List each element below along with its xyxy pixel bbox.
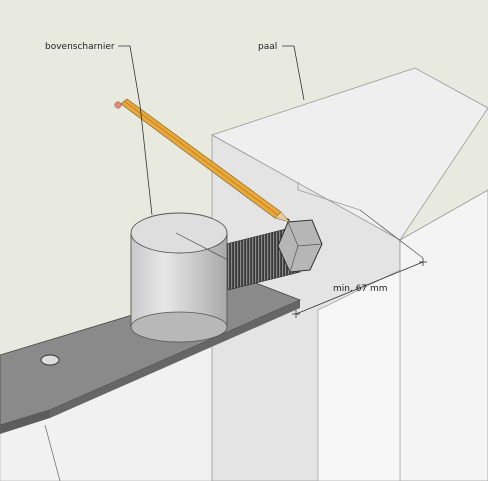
mounting-plate-side xyxy=(50,300,300,418)
post-recess-line xyxy=(297,182,361,211)
post-leader-line xyxy=(282,45,305,101)
door-edge-face xyxy=(317,269,401,481)
door-edge-line xyxy=(44,424,61,481)
mounting-plate-edge xyxy=(0,410,50,434)
pencil-icon xyxy=(114,98,291,223)
mounting-hole xyxy=(40,354,60,366)
hinge-cylinder-bottom xyxy=(130,311,228,343)
dimension-line xyxy=(292,209,427,318)
hinge-leader-line xyxy=(118,45,153,216)
post-label: paal xyxy=(258,42,277,52)
hinge-label: bovenscharnier xyxy=(45,42,115,52)
hinge-cylinder-top xyxy=(130,212,228,254)
dimension-label: min. 67 mm xyxy=(333,284,388,294)
post-side xyxy=(399,189,488,481)
hinge-axis-line xyxy=(175,232,229,261)
